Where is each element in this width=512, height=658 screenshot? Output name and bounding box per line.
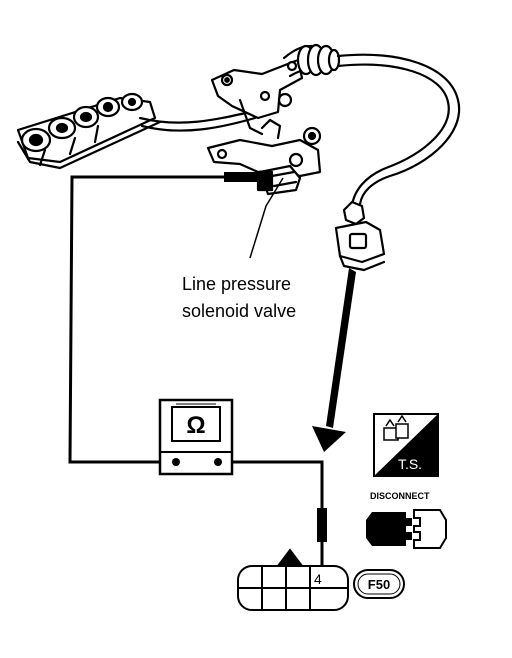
meter-terminal-left	[172, 458, 180, 466]
solenoid-label-line-1: Line pressure	[182, 274, 291, 294]
probe-tip-terminal	[317, 508, 327, 542]
disconnect-icon	[366, 509, 447, 549]
tool-box-icon	[383, 414, 409, 441]
connector-id-badge: F50	[353, 569, 405, 599]
disconnect-label: DISCONNECT	[370, 491, 430, 501]
ohm-symbol: Ω	[186, 412, 205, 439]
meter-terminal-right	[214, 458, 222, 466]
valve-body-illustration	[16, 43, 461, 272]
direction-arrow	[312, 268, 356, 452]
svg-text:F50: F50	[368, 577, 390, 592]
probe-tip-solenoid	[224, 172, 260, 182]
terminal-4-label: 4	[314, 571, 322, 587]
ts-label: T.S.	[398, 456, 422, 472]
ts-badge: T.S.	[373, 413, 439, 477]
ohmmeter: Ω	[158, 398, 234, 476]
test-lead-wires	[68, 175, 324, 568]
connector-face	[237, 548, 349, 611]
solenoid-leader-line	[249, 177, 284, 259]
solenoid-label-line-2: solenoid valve	[182, 301, 296, 321]
